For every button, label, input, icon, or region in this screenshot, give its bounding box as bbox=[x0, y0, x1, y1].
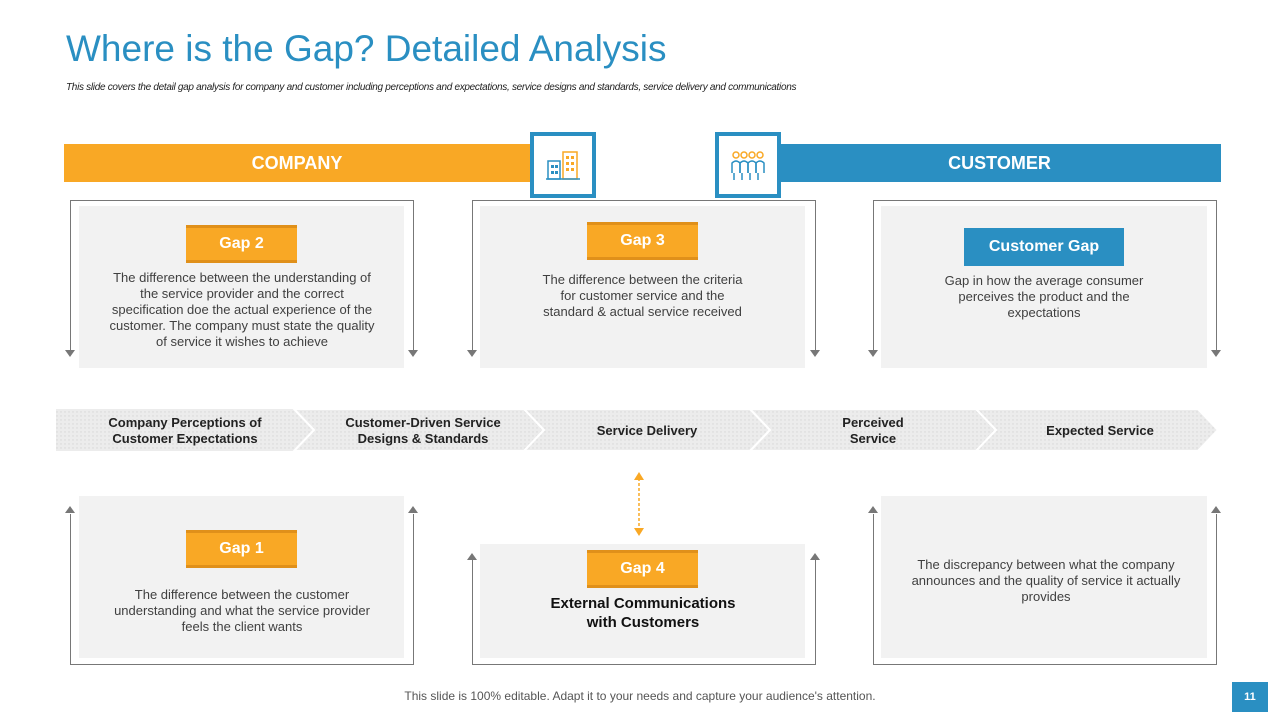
up-arrow-icon bbox=[467, 553, 477, 560]
buildings-icon bbox=[546, 151, 580, 180]
up-arrow-icon bbox=[408, 506, 418, 513]
gap3-tag: Gap 3 bbox=[587, 222, 698, 260]
company-band-label: COMPANY bbox=[251, 152, 343, 173]
chevron-step-5 bbox=[973, 408, 1220, 452]
gap4-tag: Gap 4 bbox=[587, 550, 698, 588]
customer-gap-tag: Customer Gap bbox=[964, 228, 1124, 266]
customer-gap-description: Gap in how the average consumer perceive… bbox=[944, 273, 1144, 320]
gap1-description: The difference between the customer unde… bbox=[114, 587, 370, 634]
discrepancy-description: The discrepancy between what the company… bbox=[911, 557, 1181, 604]
down-arrow-icon bbox=[65, 350, 75, 357]
customer-band-label: CUSTOMER bbox=[948, 152, 1051, 173]
gap3-description: The difference between the criteria for … bbox=[542, 272, 743, 319]
down-arrow-icon bbox=[868, 350, 878, 357]
customer-gap-bracket bbox=[873, 200, 1217, 351]
chevron-step-1 bbox=[56, 409, 314, 451]
discrepancy-bracket bbox=[873, 514, 1217, 665]
company-band: COMPANY bbox=[64, 144, 530, 182]
process-step-1: Company Perceptions of Customer Expectat… bbox=[108, 415, 262, 446]
up-arrow-icon bbox=[65, 506, 75, 513]
customer-gap-label: Customer Gap bbox=[988, 238, 1100, 255]
process-step-2: Customer-Driven Service Designs & Standa… bbox=[345, 415, 501, 446]
up-arrow-icon bbox=[810, 553, 820, 560]
footer-note: This slide is 100% editable. Adapt it to… bbox=[404, 689, 876, 703]
process-chevrons bbox=[56, 408, 1220, 452]
slide-title: Where is the Gap? Detailed Analysis bbox=[66, 28, 667, 69]
double-arrow-icon bbox=[634, 472, 644, 536]
process-step-4: Perceived Service bbox=[842, 415, 904, 446]
process-step-5: Expected Service bbox=[1046, 423, 1154, 438]
gap4-label: Gap 4 bbox=[620, 560, 665, 577]
group-people-icon-box bbox=[715, 132, 781, 198]
gap2-description: The difference between the understanding… bbox=[109, 270, 375, 349]
slide-subtitle: This slide covers the detail gap analysi… bbox=[66, 82, 797, 93]
down-arrow-icon bbox=[408, 350, 418, 357]
discrepancy-panel bbox=[881, 496, 1207, 658]
gap1-bracket bbox=[70, 514, 414, 665]
gap1-panel bbox=[79, 496, 404, 658]
gap1-tag: Gap 1 bbox=[186, 530, 297, 568]
gap4-bracket bbox=[472, 560, 816, 665]
down-arrow-icon bbox=[1211, 350, 1221, 357]
down-arrow-icon bbox=[810, 350, 820, 357]
gap4-description: External Communications with Customers bbox=[550, 595, 736, 631]
gap1-label: Gap 1 bbox=[219, 540, 264, 557]
up-arrow-icon bbox=[868, 506, 878, 513]
buildings-icon-box bbox=[530, 132, 596, 198]
gap3-bracket bbox=[472, 200, 816, 351]
gap3-label: Gap 3 bbox=[620, 232, 665, 249]
group-people-icon bbox=[731, 151, 765, 180]
page-number: 11 bbox=[1232, 682, 1268, 712]
gap2-tag: Gap 2 bbox=[186, 225, 297, 263]
gap2-bracket bbox=[70, 200, 414, 351]
down-arrow-icon bbox=[467, 350, 477, 357]
process-step-3: Service Delivery bbox=[596, 423, 698, 438]
customer-band: CUSTOMER bbox=[778, 144, 1221, 182]
gap2-label: Gap 2 bbox=[219, 235, 264, 252]
up-arrow-icon bbox=[1211, 506, 1221, 513]
